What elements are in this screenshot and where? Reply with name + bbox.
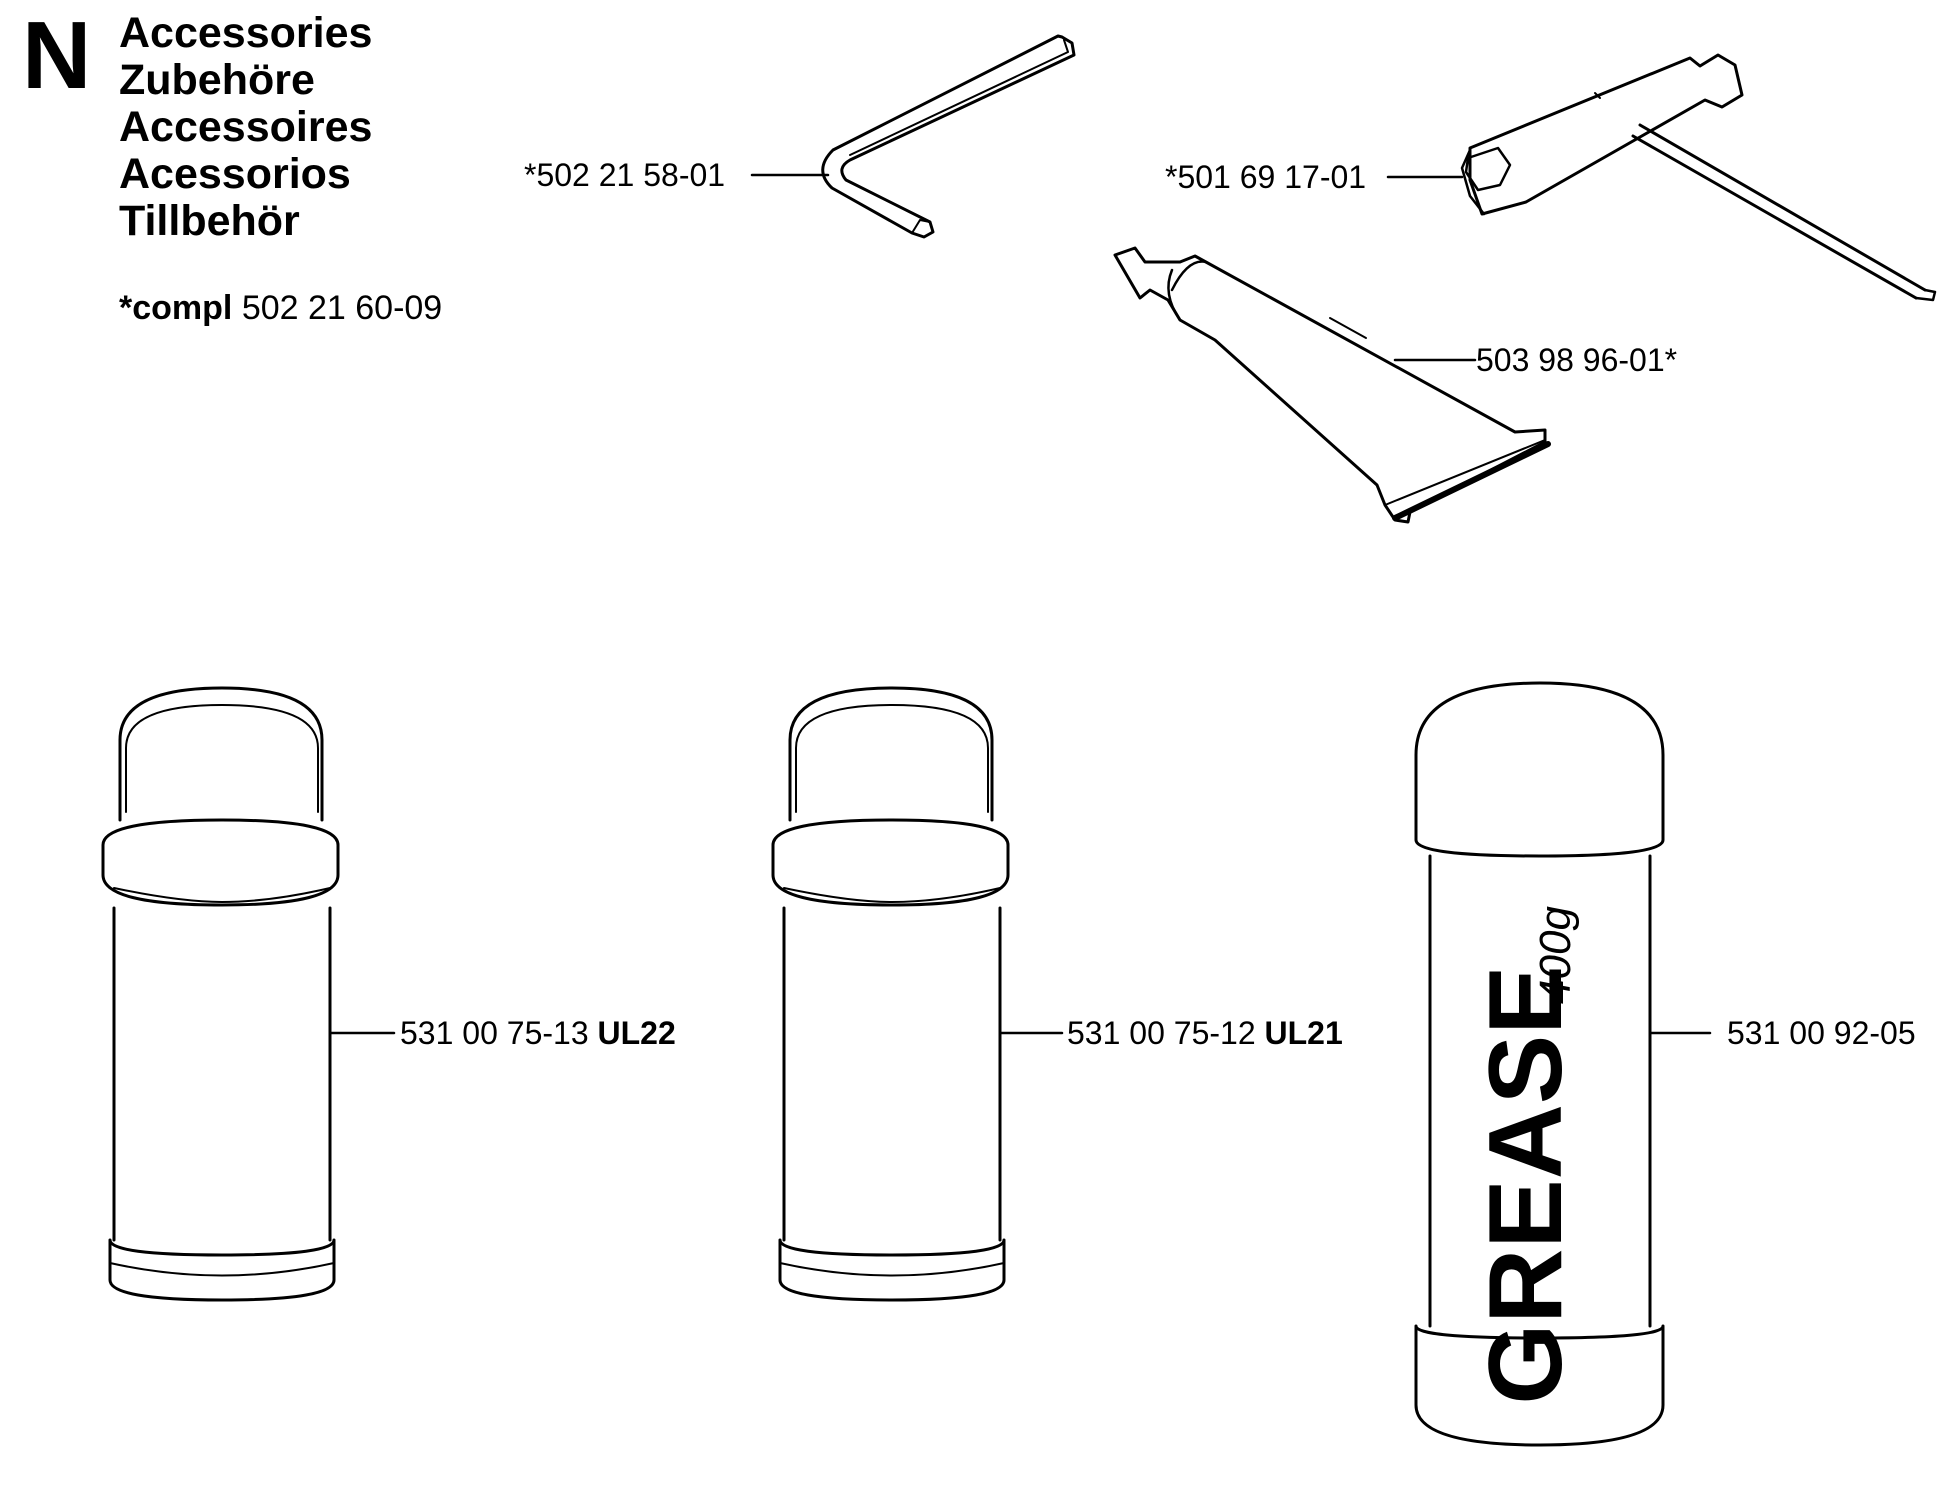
combination-wrench-part-number: *501 69 17-01 [1165,157,1366,197]
grease-tube-number: 503 98 96-01* [1476,342,1678,378]
grease-cartridge-part-number: 531 00 92-05 [1727,1013,1916,1053]
grease-brand-text: GREASE [1468,965,1584,1404]
spray-can-left-number: 531 00 75-13 [400,1015,589,1051]
spray-can-middle-number: 531 00 75-12 [1067,1015,1256,1051]
hex-key-part-number: *502 21 58-01 [524,155,725,195]
title-swedish: Tillbehör [119,197,300,245]
hex-key-number: *502 21 58-01 [524,157,726,193]
grease-cartridge-number: 531 00 92-05 [1727,1015,1916,1051]
section-letter: N [22,2,92,109]
spray-can-middle-part-number: 531 00 75-12 UL21 [1067,1013,1343,1053]
grease-tube-drawing [1113,246,1551,524]
title-german: Zubehöre [119,56,315,104]
spray-can-middle-code: UL21 [1264,1015,1343,1051]
title-spanish: Acessorios [119,150,351,198]
complete-kit-note: *compl 502 21 60-09 [119,288,442,328]
combination-wrench-number: *501 69 17-01 [1165,159,1367,195]
title-english: Accessories [119,9,373,57]
hex-key-drawing [821,34,1076,239]
grease-cartridge-drawing [1414,681,1665,1447]
grease-tube-part-number: 503 98 96-01* [1476,340,1677,380]
spray-can-middle-drawing [771,686,1010,1302]
spray-can-left-part-number: 531 00 75-13 UL22 [400,1013,676,1053]
spray-can-left-code: UL22 [597,1015,676,1051]
section-titles: Accessories Zubehöre Accessoires Acessor… [119,10,372,245]
title-french: Accessoires [119,103,373,151]
compl-prefix: *compl [119,289,233,327]
compl-number: 502 21 60-09 [241,289,443,327]
grease-weight-text: 400g [1531,906,1580,1004]
spray-can-left-drawing [101,686,340,1302]
combination-wrench-drawing [1460,53,1937,302]
